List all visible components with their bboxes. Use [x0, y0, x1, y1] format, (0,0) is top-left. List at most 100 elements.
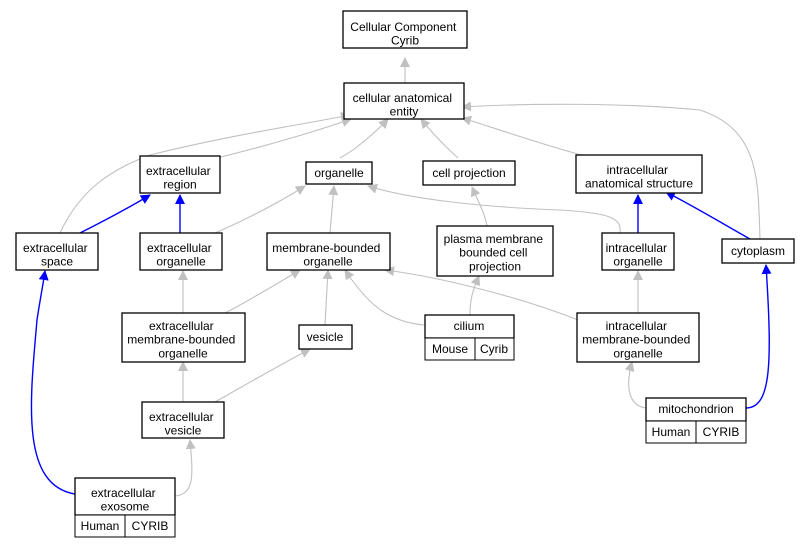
- edge-cyto-to-cae: [461, 101, 761, 240]
- edge-mito-to-imbo: [624, 361, 647, 409]
- node-label-line: cilium: [454, 319, 485, 333]
- edge-layer: [30, 57, 772, 497]
- node-vesicle[interactable]: vesicle: [298, 324, 353, 350]
- node-label-line: intracellular: [606, 241, 667, 255]
- node-extracellular-membrane-bounded-organelle[interactable]: extracellular membrane-bounded organelle: [121, 312, 246, 363]
- edge-cyto-to-ias: [665, 191, 751, 240]
- node-label-line: organelle: [158, 346, 208, 360]
- svg-text:intracellular organell: intracellular organelle: [606, 241, 671, 269]
- gene-species-label: Mouse: [432, 342, 468, 356]
- node-label-line: organelle: [156, 255, 206, 269]
- node-label-line: mitochondrion: [658, 402, 733, 416]
- gene-symbol-label: CYRIB: [703, 425, 740, 439]
- node-label-line: extracellular: [91, 486, 156, 500]
- svg-text:intracellular anatomic: intracellular anatomical structure: [585, 163, 693, 191]
- node-label-line: region: [163, 178, 196, 192]
- node-intracellular-membrane-bounded-organelle[interactable]: intracellular membrane-bounded organelle: [576, 312, 700, 363]
- svg-text:Cellular Component Cyr: Cellular Component Cyrib: [350, 20, 459, 48]
- svg-text:extracellular region: extracellular region: [146, 164, 214, 192]
- edge-ecs-to-ecr: [79, 194, 151, 234]
- node-label-line: exosome: [101, 500, 150, 514]
- edge-exo-to-ecv: [174, 439, 196, 497]
- node-label-line: entity: [390, 105, 419, 119]
- edge-cil-to-mbo: [344, 269, 426, 326]
- node-organelle[interactable]: organelle: [305, 161, 373, 185]
- svg-text:cellular anatomical en: cellular anatomical entity: [353, 91, 456, 119]
- node-extracellular-exosome[interactable]: extracellular exosome Human CYRIB: [74, 477, 176, 538]
- node-intracellular-organelle[interactable]: intracellular organelle: [601, 232, 675, 271]
- svg-text:intracellular membrane: intracellular membrane-bounded organelle: [582, 319, 693, 361]
- node-label-line: extracellular: [147, 241, 212, 255]
- node-label-line: cellular anatomical: [353, 91, 452, 105]
- node-label-line: organelle: [303, 255, 353, 269]
- edge-ecs-to-cae: [59, 111, 351, 234]
- node-label-line: membrane-bounded: [127, 333, 235, 347]
- edge-ecr-to-cae: [216, 117, 352, 159]
- edge-cil-to-pmbcp: [469, 275, 480, 316]
- node-plasma-membrane-bounded-cell-projection[interactable]: plasma membrane bounded cell projection: [436, 225, 554, 277]
- edge-eco-to-org: [214, 185, 306, 234]
- edge-pmbcp-to-cp: [471, 186, 488, 227]
- node-label-line: extracellular: [23, 241, 88, 255]
- node-extracellular-organelle[interactable]: extracellular organelle: [139, 232, 223, 271]
- gene-annotation-human-cyrib[interactable]: Human CYRIB: [74, 514, 176, 538]
- svg-text:extracellular space: extracellular space: [23, 241, 91, 269]
- node-label-line: space: [41, 255, 73, 269]
- edge-ves-to-mbo: [322, 269, 333, 326]
- edge-org-to-cae: [339, 118, 389, 159]
- node-cellular-anatomical-entity[interactable]: cellular anatomical entity: [343, 82, 465, 120]
- svg-text:extracellular exosome: extracellular exosome: [91, 486, 159, 514]
- svg-text:extracellular vesicle: extracellular vesicle: [149, 410, 217, 438]
- edge-ecv-to-ves: [214, 348, 311, 403]
- node-label-line: organelle: [613, 255, 663, 269]
- node-label-line: intracellular: [607, 163, 668, 177]
- edge-io-to-org: [367, 183, 621, 234]
- gene-annotation-mouse-cyrib[interactable]: Mouse Cyrib: [424, 337, 515, 361]
- node-label-line: projection: [469, 259, 521, 273]
- node-cilium[interactable]: cilium Mouse Cyrib: [424, 314, 515, 361]
- gene-annotation-human-cyrib[interactable]: Human CYRIB: [645, 420, 747, 444]
- edge-cp-to-cae: [420, 118, 459, 159]
- node-label-line: extracellular: [146, 164, 211, 178]
- gene-symbol-cell: [695, 420, 747, 444]
- node-membrane-bounded-organelle[interactable]: membrane-bounded organelle: [266, 232, 391, 271]
- node-label-line: extracellular: [149, 319, 214, 333]
- node-label-line: anatomical structure: [585, 177, 693, 191]
- edge-exo-to-ecs: [30, 270, 76, 495]
- node-extracellular-vesicle[interactable]: extracellular vesicle: [141, 401, 225, 439]
- edge-ias-to-cae: [461, 115, 586, 157]
- svg-text:extracellular organell: extracellular organelle: [147, 241, 215, 269]
- node-label-line: vesicle: [307, 330, 344, 344]
- svg-text:membrane-bounded organ: membrane-bounded organelle: [272, 241, 383, 269]
- node-label-line: cytoplasm: [731, 244, 785, 258]
- gene-symbol-label: CYRIB: [132, 519, 169, 533]
- node-label-line: intracellular: [606, 319, 667, 333]
- svg-text:plasma membrane bounde: plasma membrane bounded cell projection: [444, 232, 547, 274]
- node-label-line: organelle: [613, 346, 663, 360]
- node-label-line: Cyrib: [391, 34, 419, 48]
- node-cell-projection[interactable]: cell projection: [422, 160, 516, 186]
- node-label-line: extracellular: [149, 410, 214, 424]
- node-label-line: membrane-bounded: [272, 241, 380, 255]
- node-intracellular-anatomical-structure[interactable]: intracellular anatomical structure: [575, 154, 703, 194]
- node-extracellular-space[interactable]: extracellular space: [15, 232, 99, 271]
- gene-species-label: Human: [652, 425, 691, 439]
- node-cytoplasm[interactable]: cytoplasm: [721, 238, 795, 264]
- node-label-line: cell projection: [432, 166, 505, 180]
- node-label-line: organelle: [314, 166, 364, 180]
- node-cellular-component-cyrib[interactable]: Cellular Component Cyrib: [342, 10, 468, 49]
- gene-species-label: Human: [81, 519, 120, 533]
- node-extracellular-region[interactable]: extracellular region: [139, 155, 221, 194]
- gene-symbol-label: Cyrib: [480, 342, 508, 356]
- node-mitochondrion[interactable]: mitochondrion Human CYRIB: [645, 397, 747, 444]
- svg-text:extracellular membrane: extracellular membrane-bounded organelle: [127, 319, 238, 361]
- node-label-line: membrane-bounded: [582, 333, 690, 347]
- edge-imbo-to-mbo: [384, 266, 579, 321]
- edge-mbo-to-org: [328, 185, 339, 234]
- node-label-line: bounded cell: [459, 246, 527, 260]
- node-label-line: vesicle: [165, 424, 202, 438]
- gene-symbol-cell: [474, 337, 515, 361]
- edge-ecmbo-to-mbo: [224, 269, 301, 314]
- edge-mito-to-cyto: [745, 264, 772, 409]
